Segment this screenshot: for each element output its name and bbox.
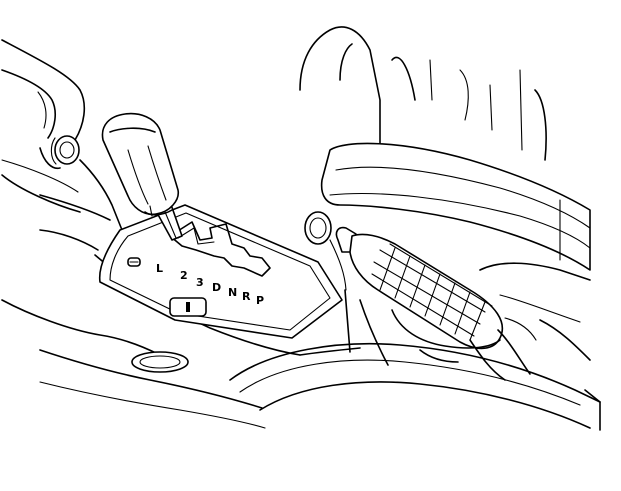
seat-belt-buckle-ring [304,211,332,245]
indicator-lamp-icon [127,257,141,267]
seat-cushion-edge [229,342,601,431]
gear-label-2: 2 [180,269,188,282]
gear-label-n: N [228,286,237,299]
gear-shift-knob-icon [101,112,183,241]
gear-label-d: D [212,281,221,294]
parking-brake-lever-icon [335,226,537,381]
gear-label-p: P [256,294,264,307]
gear-label-3: 3 [196,276,204,289]
cup-holder-icon [131,351,189,373]
parking-brake-grip [371,243,493,341]
gear-indicator-strip: L 2 3 D N R P [156,262,264,307]
left-dash-panel [1,39,86,213]
gear-label-r: R [242,290,251,303]
gear-label-l: L [156,262,163,275]
shift-lock-button [169,297,207,317]
seat-icon [299,26,591,361]
ignition-bezel-icon [39,135,80,170]
shifter-bezel [98,204,343,339]
